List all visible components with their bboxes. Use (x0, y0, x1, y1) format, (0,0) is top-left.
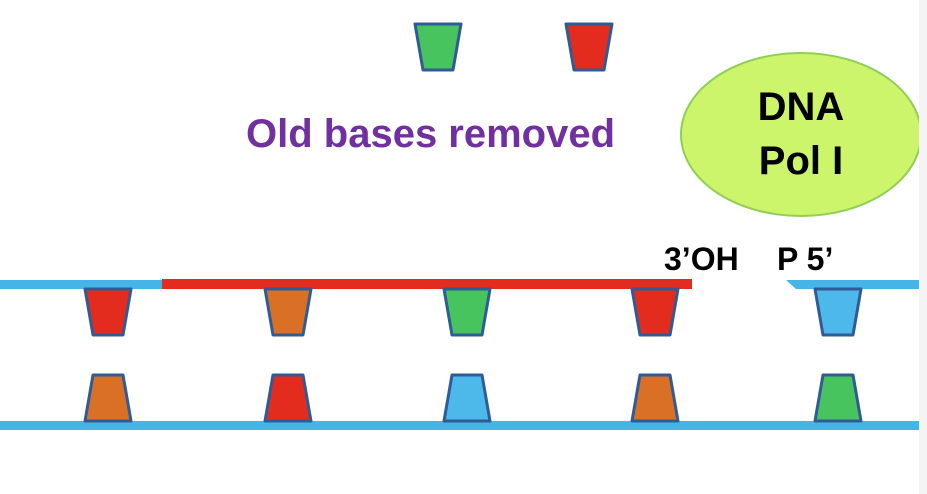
top-strand-base (442, 287, 492, 337)
bottom-strand-base (83, 373, 133, 423)
bottom-strand-base (813, 373, 863, 423)
five-prime-phosphate-label: P 5’ (777, 241, 834, 277)
bottom-strand-base (630, 373, 680, 423)
removed-base (413, 22, 463, 72)
removed-base (564, 22, 614, 72)
top-strand-right-segment (786, 280, 920, 289)
top-strand-left-segment (0, 280, 162, 289)
enzyme-label-line2: Pol I (758, 139, 844, 183)
enzyme-label: DNA Pol I (711, 80, 891, 188)
enzyme-label-line1: DNA (757, 85, 845, 129)
old-bases-removed-caption: Old bases removed (246, 112, 616, 156)
new-strand-segment (162, 279, 692, 289)
bottom-strand-base (442, 373, 492, 423)
top-strand-base (813, 287, 863, 337)
dna-pol-i-enzyme (680, 52, 922, 217)
top-strand-base (263, 287, 313, 337)
page-edge (919, 0, 927, 494)
top-strand-base (83, 287, 133, 337)
bottom-strand (0, 421, 920, 430)
top-strand-base (630, 287, 680, 337)
bottom-strand-base (263, 373, 313, 423)
three-prime-oh-label: 3’OH (664, 241, 739, 277)
